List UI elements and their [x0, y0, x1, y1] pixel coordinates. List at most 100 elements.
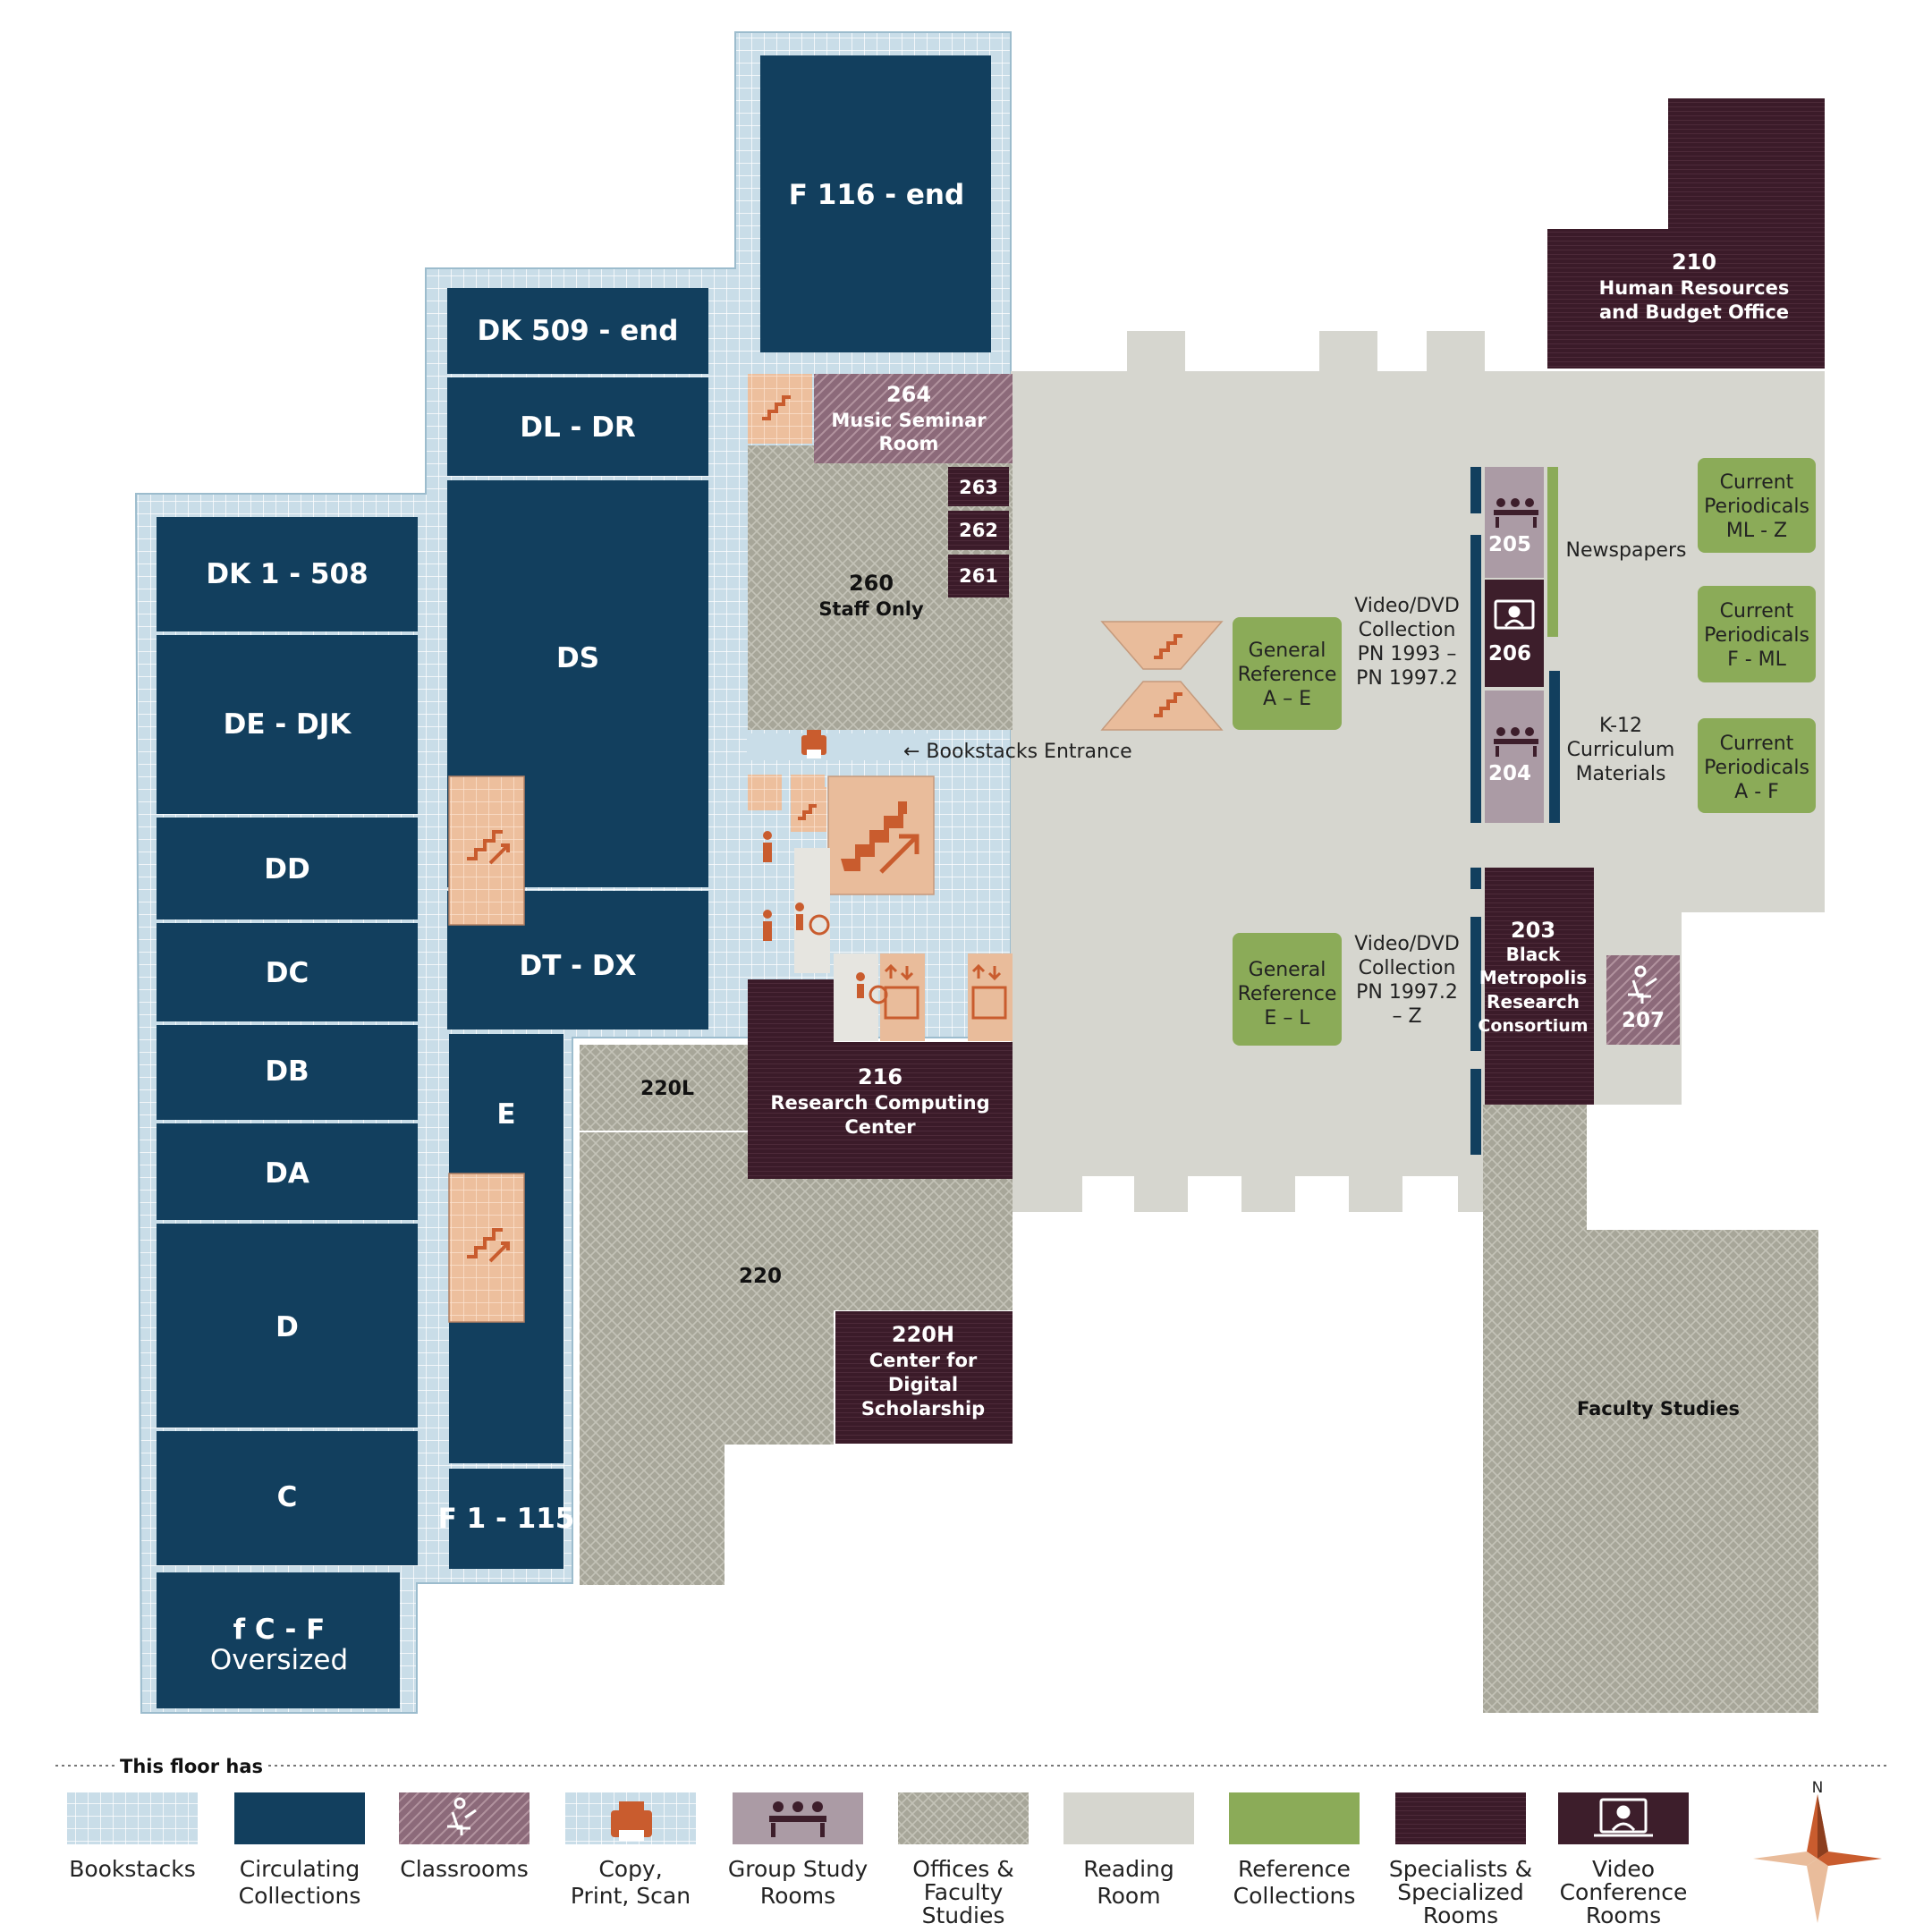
- label-video2-4: – Z: [1392, 1005, 1421, 1028]
- stack-dk1-508: [157, 517, 418, 631]
- label-dk1-508: DK 1 - 508: [206, 558, 368, 590]
- label-f116-end: F 116 - end: [789, 179, 964, 211]
- label-220: 220: [739, 1265, 782, 1288]
- label-216-name-1: Research Computing: [770, 1092, 989, 1114]
- legend-title: This floor has: [120, 1756, 263, 1777]
- classrooms: [814, 374, 1680, 1045]
- legend-swatch-offices: [898, 1792, 1029, 1844]
- stack-dk509-end: [447, 288, 708, 374]
- label-video1-1: Video/DVD: [1354, 595, 1460, 617]
- label-db: DB: [265, 1055, 309, 1088]
- legend-swatch-circulating: [234, 1792, 365, 1844]
- legend-label-ref-2: Collections: [1233, 1883, 1356, 1909]
- label-203-name-3: Research: [1487, 991, 1580, 1013]
- label-cp-fml-1: Current: [1720, 600, 1794, 623]
- room-220l: [580, 1045, 748, 1131]
- compass-north-label: N: [1812, 1779, 1824, 1797]
- legend-printer-icon: [611, 1801, 652, 1841]
- legend-label-spec-1: Specialists &: [1389, 1856, 1532, 1882]
- legend-label-circ-1: Circulating: [240, 1856, 360, 1882]
- label-video2-1: Video/DVD: [1354, 933, 1460, 955]
- label-k12-1: K-12: [1599, 715, 1642, 737]
- label-264-name-1: Music Seminar: [831, 410, 987, 431]
- label-ds: DS: [556, 642, 599, 674]
- label-210-name-1: Human Resources: [1599, 277, 1790, 299]
- legend-label-video-1: Video: [1592, 1856, 1655, 1882]
- room-206: [1485, 580, 1544, 687]
- label-cp-af-1: Current: [1720, 733, 1794, 755]
- label-bookstacks-entrance: ← Bookstacks Entrance: [903, 741, 1132, 763]
- label-204: 204: [1488, 762, 1531, 785]
- legend-label-classrooms: Classrooms: [400, 1856, 528, 1882]
- label-dd: DD: [264, 853, 309, 886]
- label-203-name-2: Metropolis: [1479, 967, 1587, 988]
- legend-swatch-reading: [1063, 1792, 1194, 1844]
- label-cp-fml-2: Periodicals: [1704, 624, 1809, 647]
- ref-cp-mlz: [1698, 458, 1816, 553]
- ref-general-ae: [1233, 617, 1342, 730]
- offices-areas: [580, 445, 1818, 1713]
- label-e: E: [496, 1098, 515, 1131]
- stack-labels: DK 1 - 508 DE - DJK DD DC DB DA D C f C …: [206, 179, 964, 1676]
- label-dt-dx: DT - DX: [520, 950, 637, 982]
- label-video1-3: PN 1993 –: [1358, 643, 1457, 665]
- label-220h-name-1: Center for: [869, 1350, 978, 1371]
- label-video1-4: PN 1997.2: [1356, 667, 1458, 690]
- label-203: 203: [1511, 918, 1555, 943]
- group-study-icon: [1494, 498, 1538, 757]
- label-216-name-2: Center: [844, 1116, 916, 1138]
- legend: This floor has Bookstacks Circulating Co…: [55, 1751, 1887, 1928]
- label-cp-mlz-2: Periodicals: [1704, 496, 1809, 518]
- legend-label-video-3: Rooms: [1586, 1902, 1661, 1928]
- label-fcf: f C - F: [233, 1614, 326, 1646]
- label-da: DA: [265, 1157, 309, 1190]
- circulating-collections: [157, 55, 991, 1708]
- area-labels: ← Bookstacks Entrance Newspapers General…: [903, 471, 1809, 1030]
- legend-swatch-bookstacks: [67, 1792, 198, 1844]
- restroom-icon: [763, 831, 865, 998]
- label-k12-2: Curriculum: [1567, 739, 1675, 761]
- legend-label-video-2: Conference: [1560, 1879, 1688, 1905]
- room-263: [948, 467, 1009, 506]
- room-262: [948, 511, 1009, 550]
- compass-rose-icon: N: [1753, 1779, 1882, 1923]
- room-210: [1547, 98, 1825, 369]
- central-stairs: [794, 621, 1224, 1041]
- reference-collections: [1233, 458, 1816, 1046]
- label-260-name: Staff Only: [818, 598, 924, 620]
- stack-c: [157, 1431, 418, 1565]
- ref-general-el: [1233, 933, 1342, 1046]
- legend-label-copy-1: Copy,: [598, 1856, 662, 1882]
- label-262: 262: [959, 520, 998, 541]
- ref-cp-fml: [1698, 586, 1816, 682]
- label-203-name-4: Consortium: [1478, 1016, 1588, 1036]
- legend-label-offices-3: Studies: [922, 1902, 1005, 1928]
- stack-f116-end: [760, 55, 991, 352]
- label-f1-115: F 1 - 115: [438, 1503, 575, 1535]
- label-220h-name-2: Digital: [888, 1374, 958, 1395]
- legend-label-offices-1: Offices &: [912, 1856, 1013, 1882]
- stack-dc: [157, 923, 418, 1021]
- room-203: [1485, 868, 1594, 1105]
- accessible-icon: [809, 914, 888, 1004]
- label-dc: DC: [266, 957, 309, 989]
- label-cp-af-3: A - F: [1734, 781, 1779, 803]
- label-260: 260: [849, 571, 894, 596]
- label-dk509-end: DK 509 - end: [478, 315, 679, 347]
- video-conference-icon: [1494, 599, 1535, 630]
- label-faculty-studies: Faculty Studies: [1577, 1398, 1740, 1419]
- legend-label-reading-2: Room: [1097, 1883, 1160, 1909]
- classroom-icon: [1628, 965, 1657, 1004]
- legend-label-circ-2: Collections: [239, 1883, 361, 1909]
- label-203-name-1: Black: [1506, 944, 1561, 965]
- elevator-icon: [884, 963, 1007, 1020]
- label-video1-2: Collection: [1359, 619, 1456, 641]
- legend-classroom-icon: [447, 1797, 477, 1835]
- label-cp-af-2: Periodicals: [1704, 757, 1809, 779]
- label-220h-name-3: Scholarship: [861, 1398, 985, 1419]
- label-cp-mlz-3: ML - Z: [1726, 520, 1787, 542]
- label-oversized: Oversized: [210, 1644, 348, 1676]
- stack-db: [157, 1025, 418, 1120]
- legend-label-reading-1: Reading: [1083, 1856, 1174, 1882]
- label-gen-ref-el-2: Reference: [1238, 983, 1337, 1005]
